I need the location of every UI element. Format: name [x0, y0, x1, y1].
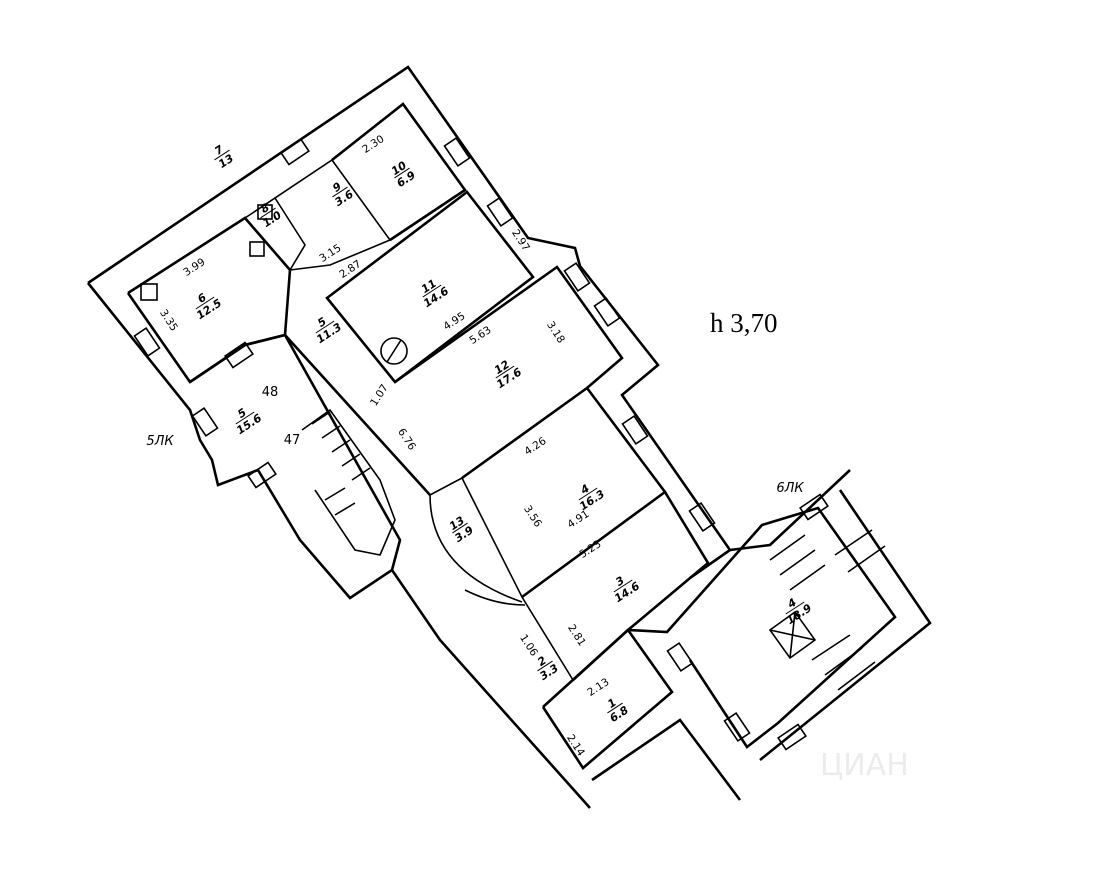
- wall-room-3: [572, 491, 710, 681]
- outer-wall-north: [87, 65, 732, 580]
- wall-room-11: [325, 190, 535, 384]
- wall-stair-6: [627, 506, 897, 749]
- gas-riser-line: [386, 339, 402, 363]
- dimension: 2.87: [337, 258, 363, 281]
- room-label: 106.9: [389, 159, 418, 190]
- stoves: [140, 204, 273, 301]
- room-label: 713: [212, 143, 236, 171]
- dimension: 47: [284, 433, 301, 448]
- dimension: 3.18: [544, 319, 567, 345]
- dimension: 1.06: [517, 632, 540, 658]
- dimension: 3.56: [521, 503, 544, 529]
- windows: [133, 137, 829, 751]
- dimension: 4.26: [522, 435, 548, 458]
- ceiling-height: h 3,70: [710, 308, 778, 338]
- room-label: 416.3: [577, 482, 607, 513]
- walls: [86, 65, 932, 809]
- elevator-shaft: [768, 610, 817, 660]
- dimension: 48: [262, 385, 279, 400]
- wall-room-12: [394, 265, 624, 480]
- room-label: 515.6: [234, 406, 264, 437]
- room-label: 16.8: [605, 696, 631, 725]
- dimension: 6.76: [395, 426, 418, 452]
- dimension: 3.99: [181, 256, 207, 279]
- stair-5: [301, 408, 396, 556]
- outer-wall-west: [86, 282, 591, 809]
- watermark: ЦИАН: [820, 748, 909, 783]
- dimension: 2.30: [360, 133, 386, 156]
- dimension: 2.81: [565, 622, 588, 648]
- dimension: 3.35: [157, 307, 180, 333]
- room-label: 133.9: [447, 514, 476, 545]
- room-label: 314.6: [612, 574, 642, 605]
- wall-wc: [274, 197, 306, 271]
- corridor-wall: [284, 269, 574, 681]
- stair-5-steps: [311, 411, 371, 516]
- room-label: 511.3: [314, 315, 344, 346]
- room-label: 612.5: [194, 291, 224, 322]
- corridor-wall-west: [284, 334, 431, 496]
- dimension: 2.13: [585, 676, 611, 699]
- dimension: 4.91: [565, 508, 591, 531]
- room-label: 93.6: [330, 180, 356, 209]
- door-arc: [464, 589, 526, 606]
- outer-stair-6-north: [729, 469, 851, 552]
- wall-room-13-arc: [429, 494, 523, 603]
- gas-riser-symbol: [380, 337, 408, 365]
- stair-label-5: 5ЛК: [146, 434, 174, 449]
- stair-6-steps: [769, 529, 886, 691]
- wall-room-10: [331, 102, 467, 242]
- room-label: 23.3: [535, 654, 561, 683]
- outer-stair-6-east: [759, 489, 932, 762]
- wall-room-1: [541, 628, 674, 770]
- dimension: 1.07: [368, 382, 391, 408]
- outer-wall-south: [591, 718, 742, 801]
- stair-label-6: 6ЛК: [776, 481, 804, 496]
- wall-stair-5: [189, 333, 402, 571]
